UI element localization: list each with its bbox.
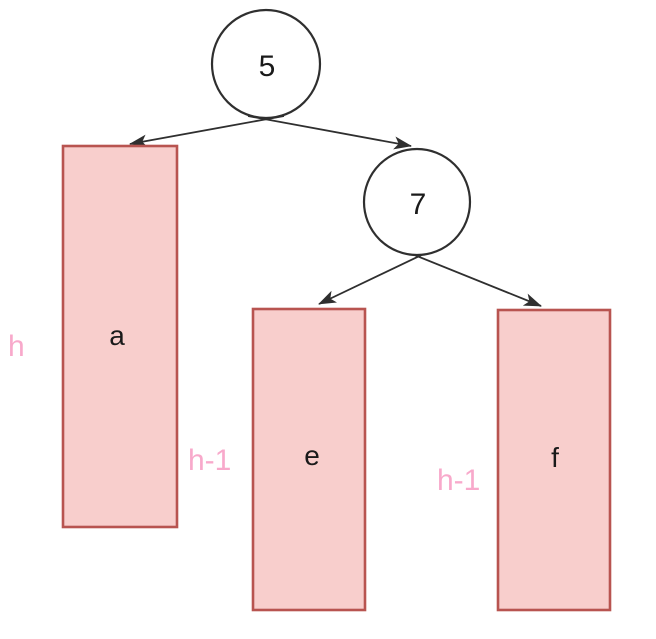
subtree-a: a — [61, 144, 179, 529]
height-label-e: h-1 — [188, 444, 231, 477]
edge-5-to-7 — [247, 115, 412, 150]
node-7-label: 7 — [410, 188, 427, 221]
tree-node-5: 5 — [210, 8, 322, 120]
tree-node-7: 7 — [362, 147, 472, 257]
node-5-circle — [210, 8, 322, 120]
subtree-a-rect — [61, 144, 179, 529]
edge-7-to-e — [318, 249, 433, 305]
edge-7-to-f — [401, 249, 542, 307]
subtree-f-rect — [496, 308, 612, 612]
height-label-f: h-1 — [437, 464, 480, 497]
height-label-a: h — [8, 330, 25, 363]
subtree-a-label: a — [109, 320, 125, 351]
node-5-label: 5 — [259, 50, 276, 83]
subtree-f: f — [496, 308, 612, 612]
subtree-f-label: f — [551, 442, 559, 473]
subtree-e-rect — [251, 307, 367, 612]
subtree-e-label: e — [304, 440, 320, 471]
edge-5-to-a — [129, 115, 285, 148]
node-7-circle — [362, 147, 472, 257]
subtree-e: e — [251, 307, 367, 612]
